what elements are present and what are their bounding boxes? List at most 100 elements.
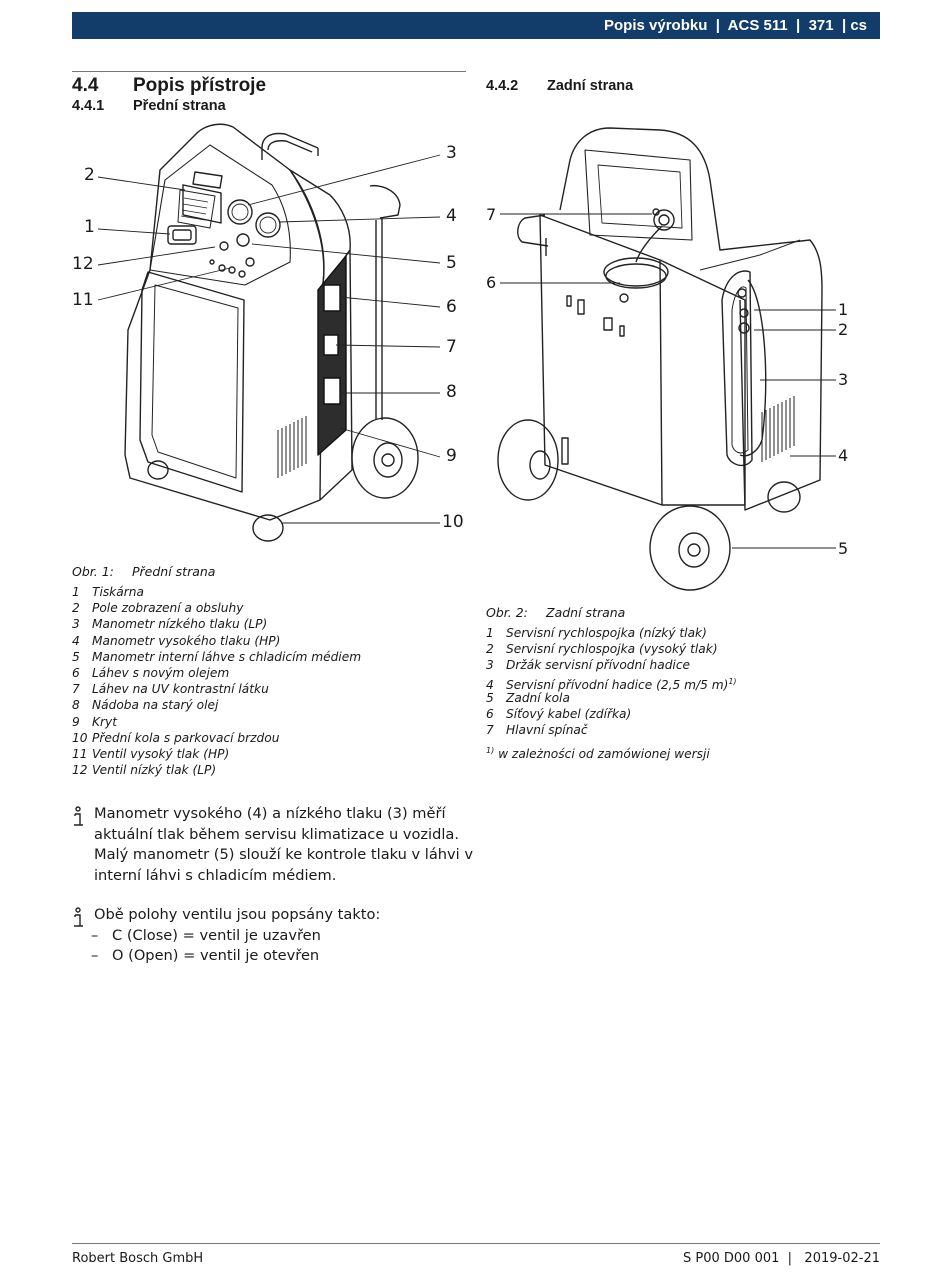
front-legend-item: 12 Ventil nízký tlak (LP)	[72, 762, 361, 778]
legend-text: Manometr vysokého tlaku (HP)	[92, 633, 281, 648]
legend-text: Ventil vysoký tlak (HP)	[92, 746, 230, 761]
legend-text: Servisní přívodní hadice (2,5 m/5 m)	[506, 677, 729, 692]
rear-callout-2: 2	[838, 320, 849, 339]
rear-subsection-title: Zadní strana	[547, 78, 634, 94]
front-callout-8: 8	[446, 382, 457, 402]
footer-company: Robert Bosch GmbH	[72, 1251, 204, 1266]
rear-legend-item: 6 Síťový kabel (zdířka)	[486, 706, 737, 722]
bullet-item: –C (Close) = ventil je uzavřen	[91, 926, 474, 947]
footer-doc-info: S P00 D00 001 | 2019-02-21	[683, 1251, 880, 1266]
front-legend-item: 2 Pole zobrazení a obsluhy	[72, 600, 361, 616]
bullet-item: –O (Open) = ventil je otevřen	[91, 946, 474, 967]
front-legend-item: 3 Manometr nízkého tlaku (LP)	[72, 616, 361, 632]
legend-number: 2	[486, 642, 494, 657]
section-rule	[72, 71, 466, 72]
front-callout-6: 6	[446, 297, 457, 317]
rear-subsection-number: 4.4.2	[486, 78, 519, 94]
note-line: interní láhvi s chladicím médiem.	[94, 866, 337, 884]
footnote: 1) w zależności od zamówionej wersji	[486, 746, 710, 761]
legend-text: Manometr interní láhve s chladicím médie…	[92, 649, 362, 664]
front-callout-10: 10	[442, 512, 464, 532]
legend-text: Přední kola s parkovací brzdou	[92, 730, 280, 745]
legend-number: 5	[486, 690, 494, 705]
front-callout-4: 4	[446, 206, 457, 226]
legend-number: 3	[486, 658, 494, 673]
legend-number: 6	[486, 706, 494, 721]
legend-footnote-mark: 1)	[728, 676, 737, 686]
legend-number: 3	[72, 617, 80, 632]
rear-callout-7: 7	[486, 205, 497, 224]
legend-text: Kryt	[92, 714, 117, 729]
front-callout-1: 1	[84, 217, 95, 237]
legend-number: 10	[72, 730, 88, 745]
front-callout-11: 11	[72, 290, 94, 310]
front-legend-item: 1 Tiskárna	[72, 584, 361, 600]
front-caption-title: Přední strana	[132, 564, 216, 579]
valve-bullet-list: –C (Close) = ventil je uzavřen –O (Open)…	[91, 926, 474, 967]
info-icon	[72, 806, 86, 835]
legend-text: Tiskárna	[92, 585, 144, 599]
legend-text: Pole zobrazení a obsluhy	[92, 601, 244, 616]
front-legend-item: 4 Manometr vysokého tlaku (HP)	[72, 633, 361, 649]
legend-number: 6	[72, 665, 80, 680]
legend-number: 12	[72, 763, 88, 778]
front-callout-12: 12	[72, 254, 94, 274]
legend-text: Manometr nízkého tlaku (LP)	[92, 617, 268, 632]
rear-legend-item: 3 Držák servisní přívodní hadice	[486, 657, 737, 673]
bullet-text: C (Close) = ventil je uzavřen	[112, 926, 321, 944]
front-callout-9: 9	[446, 446, 457, 466]
footnote-text: w zależności od zamówionej wersji	[498, 747, 710, 762]
legend-number: 1	[486, 626, 494, 640]
front-callout-7: 7	[446, 337, 457, 357]
legend-number: 11	[72, 746, 88, 761]
section-number: 4.4	[72, 75, 99, 96]
legend-text: Hlavní spínač	[506, 723, 588, 738]
front-callout-2: 2	[84, 165, 95, 185]
legend-text: Držák servisní přívodní hadice	[506, 658, 691, 673]
front-callout-5: 5	[446, 253, 457, 273]
rear-callout-1: 1	[838, 300, 849, 319]
dash-icon: –	[91, 947, 99, 964]
legend-number: 4	[72, 633, 80, 648]
rear-callout-3: 3	[838, 370, 849, 389]
legend-text: Láhev na UV kontrastní látku	[92, 682, 269, 697]
note-valves: Obě polohy ventilu jsou popsány takto: –…	[74, 905, 474, 967]
legend-number: 1	[72, 585, 80, 599]
rear-caption-title: Zadní strana	[546, 605, 626, 620]
front-subsection-title: Přední strana	[133, 98, 226, 114]
info-icon	[72, 907, 86, 936]
legend-number: 2	[72, 601, 80, 616]
legend-text: Nádoba na starý olej	[92, 698, 219, 713]
rear-callout-4: 4	[838, 446, 849, 465]
front-legend-item: 7 Láhev na UV kontrastní látku	[72, 681, 361, 697]
rear-callout-5: 5	[838, 539, 849, 558]
footer-rule	[72, 1243, 880, 1244]
legend-number: 7	[72, 682, 80, 697]
note-intro: Obě polohy ventilu jsou popsány takto:	[94, 906, 381, 923]
legend-text: Síťový kabel (zdířka)	[506, 706, 632, 721]
front-subsection-number: 4.4.1	[72, 98, 105, 114]
legend-text: Zadní kola	[506, 690, 570, 705]
rear-legend-item: 1 Servisní rychlospojka (nízký tlak)	[486, 625, 737, 641]
legend-text: Servisní rychlospojka (vysoký tlak)	[506, 642, 718, 657]
front-legend-item: 10 Přední kola s parkovací brzdou	[72, 730, 361, 746]
legend-text: Ventil nízký tlak (LP)	[92, 763, 217, 778]
note-gauges: Manometr vysokého (4) a nízkého tlaku (3…	[74, 804, 474, 886]
rear-legend-item: 2 Servisní rychlospojka (vysoký tlak)	[486, 641, 737, 657]
header-bar: Popis výrobku | ACS 511 | 371 | cs	[72, 12, 880, 39]
bullet-text: O (Open) = ventil je otevřen	[112, 947, 320, 964]
front-legend-item: 11 Ventil vysoký tlak (HP)	[72, 746, 361, 762]
note-line: Manometr vysokého (4) a nízkého tlaku (3…	[94, 805, 446, 822]
header-text: Popis výrobku | ACS 511 | 371 | cs	[604, 17, 867, 34]
note-line: aktuální tlak během servisu klimatizace …	[94, 825, 460, 843]
legend-text: Servisní rychlospojka (nízký tlak)	[506, 626, 707, 640]
